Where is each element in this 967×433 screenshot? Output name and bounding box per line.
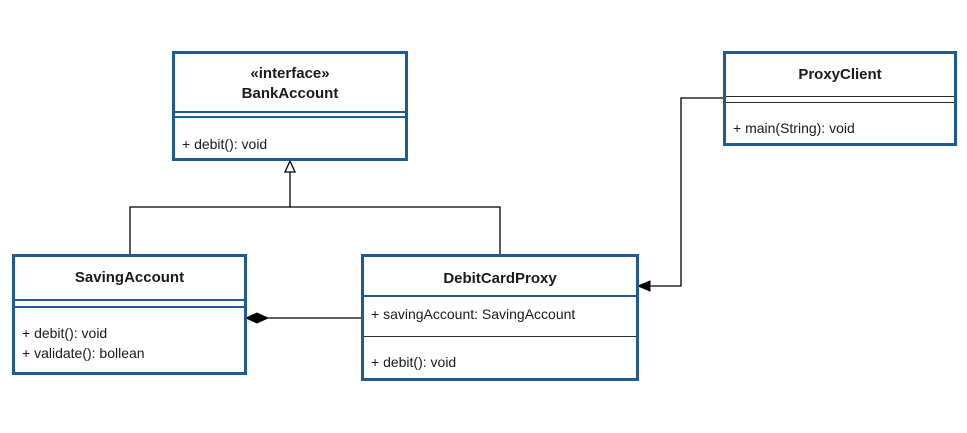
realization-line-savingaccount — [129, 172, 291, 255]
class-header: DebitCardProxy — [364, 257, 636, 289]
class-bankaccount[interactable]: «interface» BankAccount + debit(): void — [172, 51, 408, 161]
attributes-separator — [726, 96, 954, 97]
class-name: BankAccount — [241, 85, 339, 102]
methods-separator — [175, 116, 405, 118]
class-header: «interface» BankAccount — [175, 54, 405, 104]
class-header: ProxyClient — [726, 54, 954, 85]
class-name: SavingAccount — [74, 269, 185, 286]
methods-separator — [15, 306, 244, 308]
method-validate: + validate(): bollean — [22, 345, 145, 361]
class-name: DebitCardProxy — [443, 270, 557, 287]
method-debit: + debit(): void — [182, 136, 268, 152]
method-debit: + debit(): void — [371, 354, 457, 370]
class-name: ProxyClient — [798, 66, 882, 83]
methods-separator — [726, 102, 954, 103]
method-main: + main(String): void — [733, 120, 855, 136]
methods-separator — [364, 336, 636, 337]
class-debitcardproxy[interactable]: DebitCardProxy + savingAccount: SavingAc… — [361, 254, 639, 381]
association-line — [650, 97, 724, 287]
realization-line-debitcardproxy — [290, 206, 501, 255]
attributes-separator — [175, 111, 405, 113]
attribute-savingaccount: + savingAccount: SavingAccount — [371, 306, 576, 322]
composition-filled-diamond — [244, 312, 270, 324]
method-debit: + debit(): void — [22, 325, 108, 341]
header-separator — [364, 295, 636, 297]
attributes-separator — [15, 299, 244, 301]
class-proxyclient[interactable]: ProxyClient + main(String): void — [723, 51, 957, 146]
class-savingaccount[interactable]: SavingAccount + debit(): void + validate… — [12, 254, 247, 375]
realization-hollow-arrowhead — [283, 159, 297, 173]
stereotype-label: «interface» — [250, 65, 330, 82]
class-header: SavingAccount — [15, 257, 244, 288]
association-filled-arrowhead — [636, 280, 651, 292]
